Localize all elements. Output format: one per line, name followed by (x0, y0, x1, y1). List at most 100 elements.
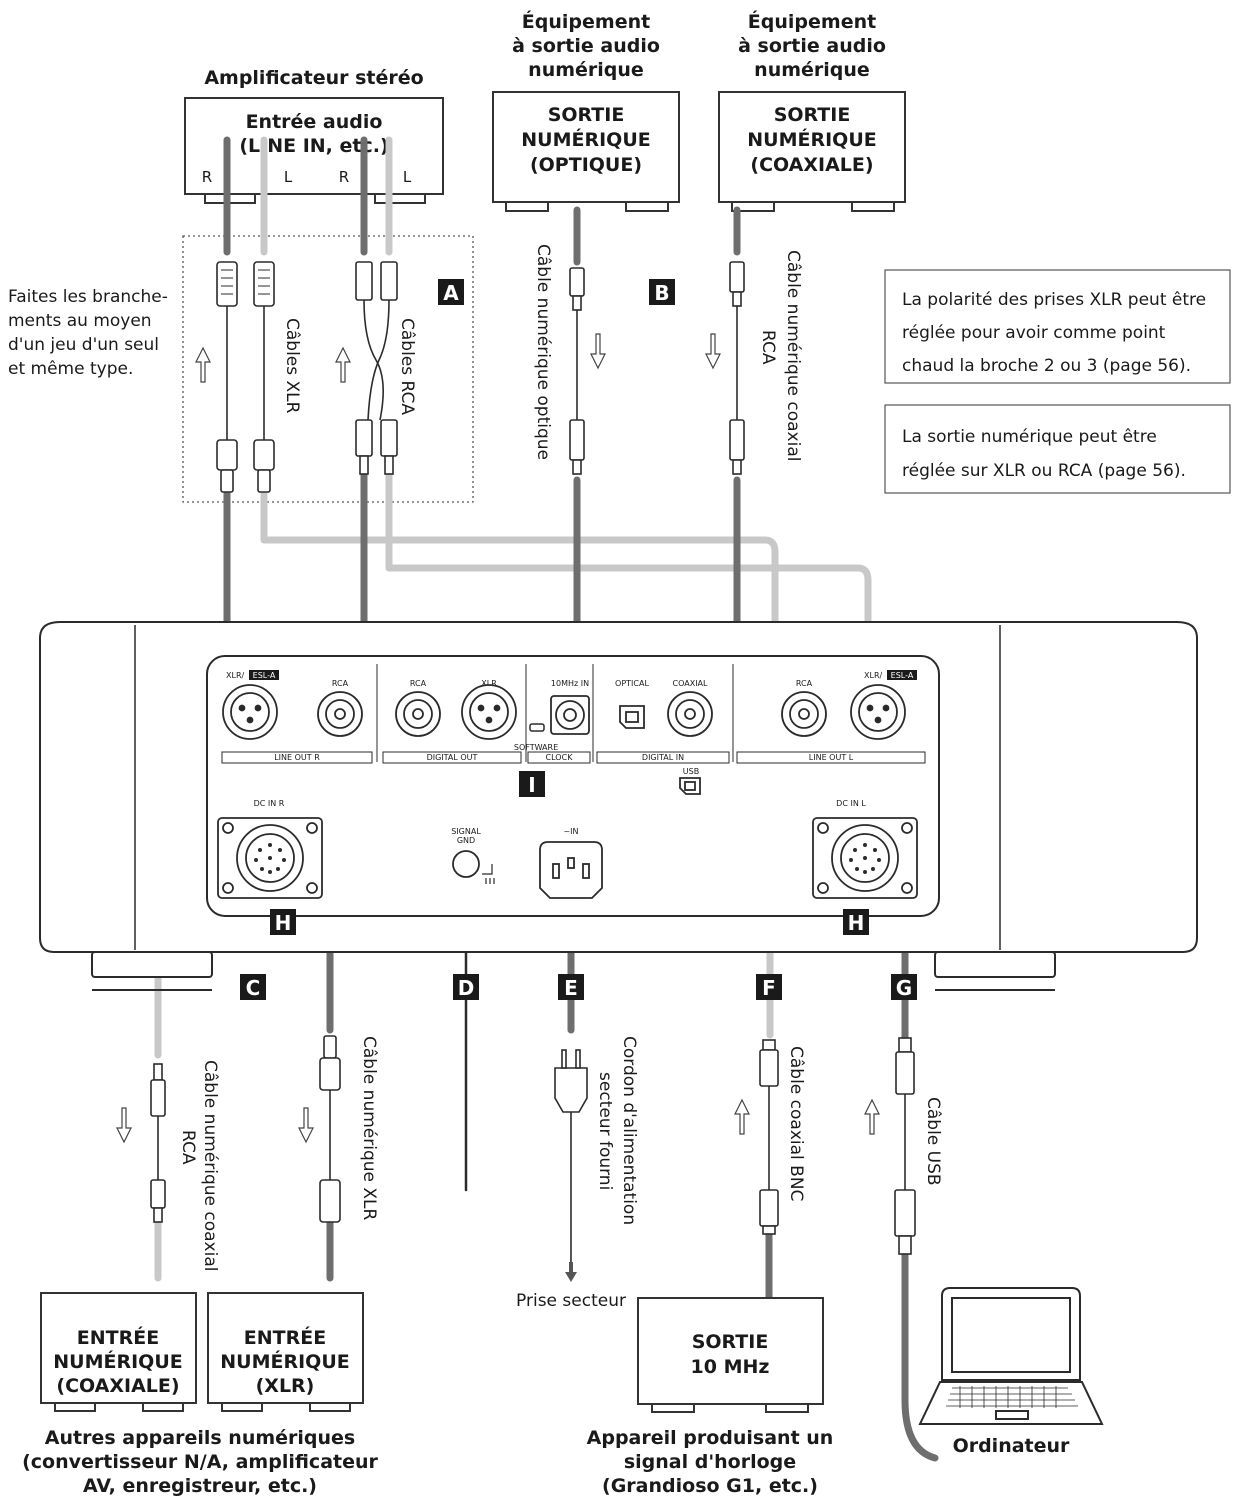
digital-output-box (884, 404, 1231, 494)
section-label-bars: LINE OUT R DIGITAL OUT CLOCK DIGITAL IN … (221, 751, 926, 764)
digital-in-xlr-3: (XLR) (256, 1375, 315, 1397)
badge-e-label: E (564, 976, 578, 1000)
jack-xlr-digital[interactable] (461, 684, 517, 740)
amplifier-input-sub: (LINE IN, etc.) (239, 135, 388, 157)
arrow-up-bnc (734, 1099, 750, 1135)
coaxial-label: COAXIAL (673, 679, 709, 688)
digital-in-coax-3: (COAXIALE) (56, 1375, 179, 1397)
esl-badge-l-bg (887, 670, 917, 680)
jack-rca-r[interactable] (317, 691, 363, 737)
badge-b-label: B (654, 281, 669, 305)
rca-label-r: RCA (332, 679, 349, 688)
clock-out-device: SORTIE 10 MHz (637, 1297, 824, 1413)
other-devices-line-2: (convertisseur N/A, amplificateur (22, 1451, 378, 1473)
coax-rca-cable-top (729, 261, 745, 475)
clock-device-caption: Appareil produisant un signal d'horloge … (587, 1427, 834, 1497)
letter-badges: A B I H H C D E F G (240, 279, 917, 1000)
rca-cable-pair (355, 261, 398, 475)
arrow-up-rca (335, 347, 351, 383)
amp-channel-l2: L (403, 168, 412, 186)
usb-label: USB (683, 767, 699, 776)
line-out-l-label: LINE OUT L (809, 753, 854, 762)
rca-label-l: RCA (796, 679, 813, 688)
xlr-cables-top (216, 261, 745, 493)
optical-source-title-2: à sortie audio (512, 35, 660, 57)
badge-f: F (756, 974, 782, 1000)
signal-gnd-terminal[interactable] (452, 850, 495, 884)
line-out-r-bar (221, 751, 373, 764)
jack-xlr-l[interactable] (850, 684, 906, 740)
coaxial-source-title-1: Équipement (748, 10, 876, 33)
software-port[interactable] (529, 723, 545, 732)
bnc-cable (759, 1039, 779, 1235)
cable-label-bnc: Câble coaxial BNC (786, 1046, 806, 1201)
digital-in-xlr-device: ENTRÉE NUMÉRIQUE (XLR) (207, 1292, 364, 1412)
digital-out-bar (382, 751, 522, 764)
badge-e: E (558, 974, 584, 1000)
jack-clock-in[interactable] (550, 695, 590, 735)
cable-label-usb: Câble USB (923, 1097, 943, 1186)
clock-device-line-1: Appareil produisant un (587, 1427, 834, 1449)
arrow-down-coax (705, 333, 721, 369)
rear-panel: LINE OUT R DIGITAL OUT CLOCK DIGITAL IN … (39, 621, 1198, 991)
software-label: SOFTWARE (514, 743, 558, 752)
jack-usb[interactable] (679, 777, 701, 795)
coaxial-source-foot-right (851, 201, 895, 212)
cable-label-rca: Câbles RCA (397, 318, 417, 415)
jack-optical[interactable] (619, 705, 645, 729)
xlr-cable-r (216, 261, 238, 493)
clock-out-foot-right (765, 1403, 809, 1413)
jack-rca-digital[interactable] (395, 691, 441, 737)
arrow-down-coax-bottom (116, 1107, 132, 1143)
arrow-down-optical (590, 333, 606, 369)
xlr-polarity-note: La polarité des prises XLR peut être rég… (884, 269, 1231, 384)
clock-out-box (637, 1297, 824, 1405)
badge-c: C (240, 974, 266, 1000)
laptop-keyboard (946, 1386, 1078, 1408)
coaxial-source-box-2: NUMÉRIQUE (747, 128, 876, 151)
signal-gnd-label-1: SIGNAL (451, 827, 481, 836)
digital-out-label: DIGITAL OUT (427, 753, 478, 762)
computer-label: Ordinateur (953, 1435, 1070, 1457)
coaxial-source-foot-left (731, 201, 775, 212)
laptop-display (951, 1297, 1071, 1373)
dc-in-r-connector[interactable] (217, 817, 323, 899)
dc-in-l-label: DC IN L (836, 799, 866, 808)
coaxial-source-box (718, 91, 906, 203)
coaxial-source-title-2: à sortie audio (738, 35, 886, 57)
optical-source-box-3: (OPTIQUE) (530, 154, 642, 176)
digital-in-coax-box (40, 1292, 197, 1404)
side-note-line-2: ments au moyen (8, 311, 152, 331)
bottom-cable-drawings (150, 1035, 916, 1282)
cable-label-power-2: secteur fourni (595, 1072, 615, 1190)
optical-source-device: Équipement à sortie audio numérique SORT… (492, 10, 680, 212)
esl-badge-l: ESL-A (891, 671, 914, 680)
dc-in-l-connector[interactable] (812, 817, 918, 899)
optical-label: OPTICAL (615, 679, 649, 688)
xlr-digital-cable (319, 1035, 341, 1223)
jack-xlr-r[interactable] (222, 684, 278, 740)
ac-inlet[interactable] (539, 841, 603, 899)
cable-label-xlr: Câbles XLR (282, 318, 302, 414)
arrow-up-xlr (195, 347, 211, 383)
badge-a-label: A (443, 281, 459, 305)
side-note-line-3: d'un jeu d'un seul (8, 335, 159, 355)
cable-label-power-1: Cordon d'alimentation (619, 1036, 639, 1225)
optical-cable (569, 267, 585, 475)
side-note-line-1: Faites les branche- (8, 287, 168, 307)
clock-out-1: SORTIE (692, 1331, 769, 1353)
badge-h-left: H (270, 909, 296, 935)
line-out-r-label: LINE OUT R (274, 753, 320, 762)
badge-i-label: I (528, 773, 535, 797)
digital-in-coax-2: NUMÉRIQUE (53, 1350, 182, 1373)
amplifier-title: Amplificateur stéréo (204, 67, 423, 89)
jack-rca-l[interactable] (781, 691, 827, 737)
badge-h-right-label: H (848, 911, 865, 935)
jack-coaxial[interactable] (667, 691, 713, 737)
dc-in-r-label: DC IN R (254, 799, 285, 808)
arrow-up-usb (864, 1099, 880, 1135)
digital-in-xlr-2: NUMÉRIQUE (220, 1350, 349, 1373)
power-cord (554, 1049, 588, 1282)
